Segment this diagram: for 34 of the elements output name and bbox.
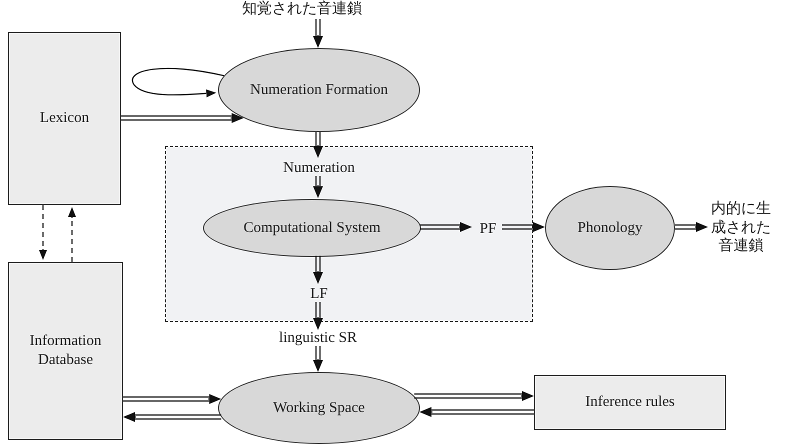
- stage-label: 内的に生成された音連鎖: [708, 192, 774, 264]
- double-arrow: [123, 412, 222, 422]
- node-label: Lexicon: [40, 109, 90, 128]
- double-arrow: [419, 222, 472, 232]
- stage-label: linguistic SR: [263, 330, 373, 346]
- double-arrow: [313, 345, 323, 372]
- double-arrow: [313, 255, 323, 284]
- double-arrow: [313, 301, 323, 330]
- double-arrow: [501, 222, 545, 232]
- double-arrow: [419, 407, 535, 417]
- double-arrow: [313, 175, 323, 198]
- component-box: [534, 375, 726, 430]
- dashed-arrow: [68, 207, 76, 263]
- stage-label: LF: [304, 285, 334, 303]
- node-label: Inference rules: [585, 393, 675, 412]
- node-label: Phonology: [577, 218, 642, 238]
- double-arrow: [313, 131, 323, 158]
- double-arrow: [414, 391, 534, 401]
- stage-label: 知覚された音連鎖: [222, 0, 382, 19]
- component-box: [8, 262, 123, 440]
- node-label: Numeration Formation: [250, 80, 388, 100]
- dashed-arrow: [39, 204, 47, 260]
- double-arrow: [674, 222, 708, 232]
- stage-label: PF: [473, 219, 503, 239]
- double-arrow: [122, 394, 222, 404]
- component-box: [8, 32, 121, 205]
- node-label: Computational System: [243, 218, 381, 238]
- node-label: Working Space: [273, 398, 365, 418]
- stage-label: Numeration: [274, 159, 364, 177]
- module-region: [165, 146, 533, 322]
- double-arrow: [313, 18, 323, 48]
- node-label: Information Database: [28, 332, 102, 370]
- loop-arrow: [132, 68, 224, 98]
- double-arrow: [120, 113, 244, 123]
